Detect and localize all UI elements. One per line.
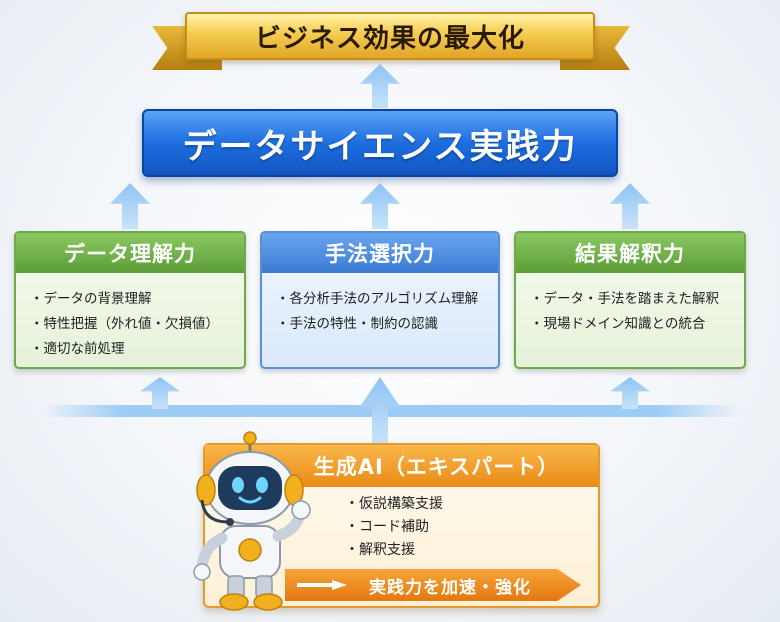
list-item: ・現場ドメイン知識との統合 [530,316,706,332]
ai-support-list: ・仮説構築支援 ・コード補助 ・解釈支援 [345,493,443,562]
list-item: ・適切な前処理 [30,341,125,357]
list-item: ・コード補助 [345,519,429,535]
right-arrow-icon [297,580,347,590]
list-item: ・データ・手法を踏まえた解釈 [530,291,719,307]
list-item: ・特性把握（外れ値・欠損値） [30,316,219,332]
list-item: ・仮説構築支援 [345,496,443,512]
accelerate-text: 実践力を加速・強化 [369,577,531,598]
skill-title: 手法選択力 [262,233,498,273]
list-item: ・解釈支援 [345,542,415,558]
up-arrow-icon [360,64,400,108]
ai-title: 生成AI（エキスパート） [313,455,560,479]
main-title: データサイエンス実践力 [182,126,578,167]
skill-title: 結果解釈力 [516,233,744,273]
skill-list: ・各分析手法のアルゴリズム理解 ・手法の特性・制約の認識 [262,273,498,337]
accelerate-banner: 実践力を加速・強化 [285,569,581,601]
up-arrow-icon [110,183,150,229]
goal-ribbon: ビジネス効果の最大化 [185,12,595,60]
skill-list: ・データの背景理解 ・特性把握（外れ値・欠損値） ・適切な前処理 [16,273,244,362]
up-arrow-icon [610,183,650,229]
data-science-practice-box: データサイエンス実践力 [142,109,618,177]
skill-list: ・データ・手法を踏まえた解釈 ・現場ドメイン知識との統合 [516,273,744,337]
connector-line [40,405,740,417]
goal-ribbon-text: ビジネス効果の最大化 [254,23,525,54]
list-item: ・手法の特性・制約の認識 [276,316,438,332]
skill-title: データ理解力 [16,233,244,273]
skill-box-data-understanding: データ理解力 ・データの背景理解 ・特性把握（外れ値・欠損値） ・適切な前処理 [14,231,246,369]
skill-box-result-interpretation: 結果解釈力 ・データ・手法を踏まえた解釈 ・現場ドメイン知識との統合 [514,231,746,369]
up-arrow-icon [360,183,400,229]
skill-box-method-selection: 手法選択力 ・各分析手法のアルゴリズム理解 ・手法の特性・制約の認識 [260,231,500,369]
list-item: ・データの背景理解 [30,291,152,307]
list-item: ・各分析手法のアルゴリズム理解 [276,291,479,307]
robot-mascot-icon [193,431,311,611]
